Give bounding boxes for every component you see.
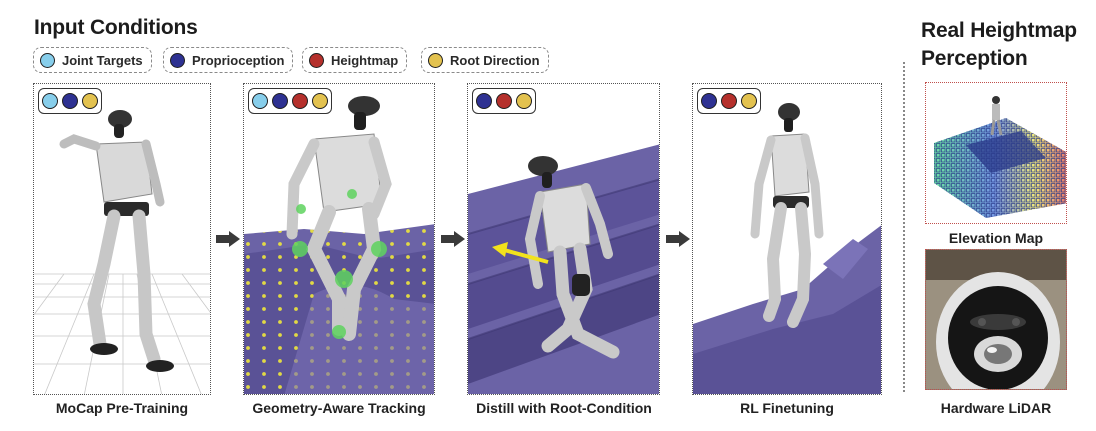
stage-caption: MoCap Pre-Training — [55, 400, 189, 416]
input-badge — [38, 88, 102, 114]
proprioception-dot-icon — [272, 93, 288, 109]
heightmap-dot-icon — [496, 93, 512, 109]
input-badge — [697, 88, 761, 114]
lidar-sensor-icon — [926, 250, 1066, 389]
humanoid-robot-icon — [750, 103, 824, 328]
mocap-scene — [34, 110, 210, 394]
input-conditions-title: Input Conditions — [34, 16, 198, 39]
legend-heightmap: Heightmap — [302, 47, 408, 73]
proprioception-dot-icon — [170, 52, 185, 68]
proprioception-dot-icon — [701, 93, 717, 109]
right-arrow-icon — [216, 231, 240, 247]
legend-label: Heightmap — [331, 52, 399, 68]
proprioception-dot-icon — [476, 93, 492, 109]
legend-root-direction: Root Direction — [421, 47, 549, 73]
distill-scene — [468, 84, 659, 394]
stage-caption: RL Finetuning — [740, 400, 834, 416]
geometry-tracking-scene — [244, 96, 434, 394]
joint-targets-dot-icon — [40, 52, 55, 68]
proprioception-dot-icon — [62, 93, 78, 109]
legend-label: Root Direction — [450, 52, 540, 68]
right-arrow-icon — [441, 231, 465, 247]
stage-caption: Geometry-Aware Tracking — [252, 400, 426, 416]
perception-title-line1: Real Heightmap — [921, 19, 1077, 42]
heightmap-dot-icon — [309, 52, 324, 68]
legend-joint-targets: Joint Targets — [33, 47, 152, 73]
root-direction-dot-icon — [428, 52, 443, 68]
elevation-map-icon — [934, 96, 1066, 218]
rl-finetuning-scene — [693, 103, 881, 394]
legend-proprioception: Proprioception — [163, 47, 294, 73]
humanoid-robot-icon — [990, 96, 1003, 136]
stage-panel-distill — [467, 83, 660, 395]
stage-panel-mocap — [33, 83, 211, 395]
stage-panel-geometry-tracking — [243, 83, 435, 395]
section-divider — [903, 62, 905, 392]
humanoid-robot-icon — [524, 156, 620, 359]
humanoid-robot-icon — [286, 96, 392, 341]
elevation-map-panel — [925, 82, 1067, 224]
stage-caption: Distill with Root-Condition — [476, 400, 652, 416]
joint-targets-dot-icon — [252, 93, 268, 109]
input-badge — [248, 88, 332, 114]
legend-label: Joint Targets — [62, 52, 143, 68]
input-badge — [472, 88, 536, 114]
joint-targets-dot-icon — [42, 93, 58, 109]
legend-label: Proprioception — [192, 52, 285, 68]
perception-caption: Elevation Map — [948, 230, 1044, 246]
hardware-lidar-panel — [925, 249, 1067, 390]
root-direction-arrow-icon — [492, 242, 549, 264]
right-arrow-icon — [666, 231, 690, 247]
perception-title-line2: Perception — [921, 47, 1028, 70]
heightmap-dot-icon — [721, 93, 737, 109]
humanoid-robot-icon — [59, 110, 174, 372]
root-direction-dot-icon — [516, 93, 532, 109]
root-direction-dot-icon — [82, 93, 98, 109]
stage-panel-rl-finetuning — [692, 83, 882, 395]
root-direction-dot-icon — [741, 93, 757, 109]
perception-caption: Hardware LiDAR — [940, 400, 1052, 416]
heightmap-dot-icon — [292, 93, 308, 109]
root-direction-dot-icon — [312, 93, 328, 109]
